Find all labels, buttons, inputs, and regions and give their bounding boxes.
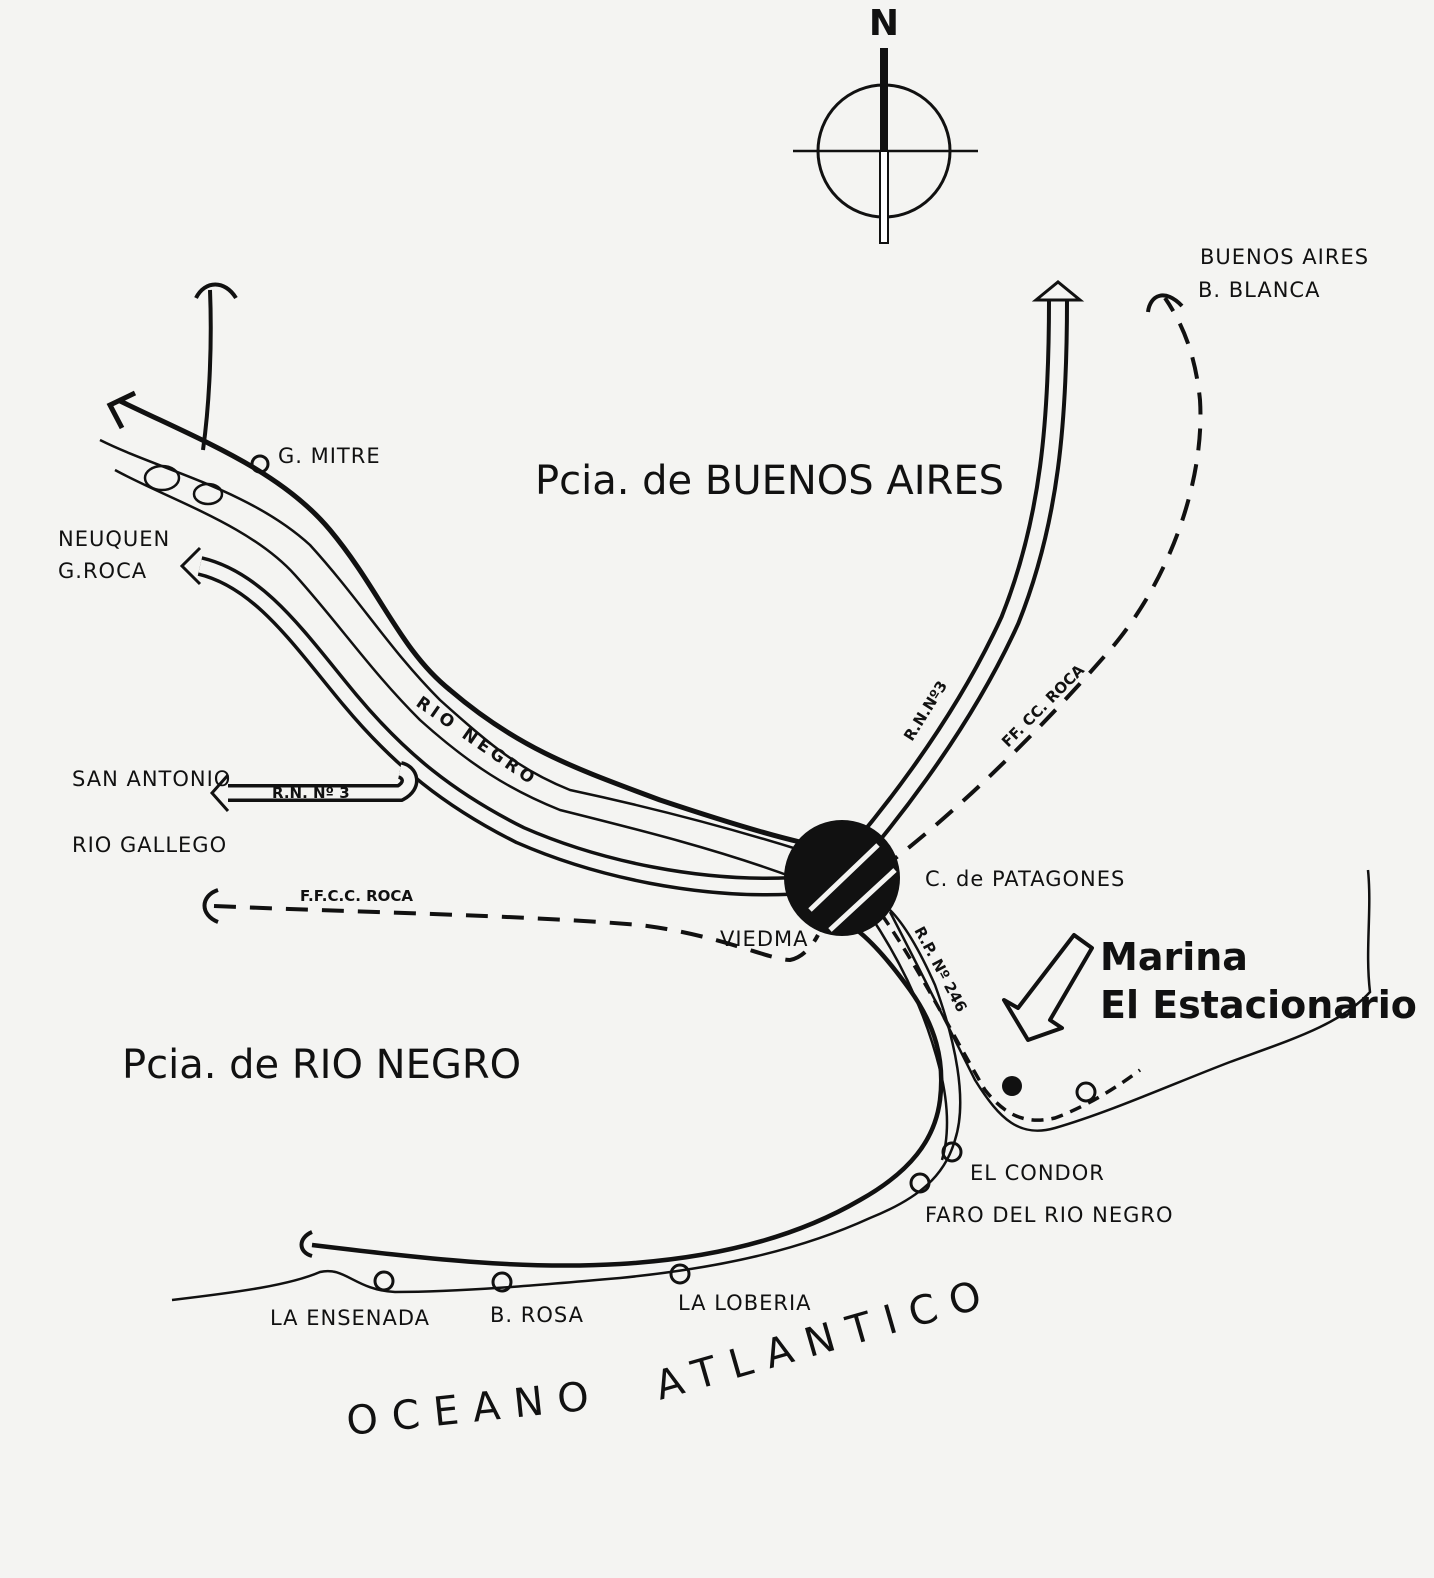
arrow-buenos-aires-road-icon bbox=[1031, 280, 1085, 302]
place-la-ensenada: LA ENSENADA bbox=[270, 1306, 430, 1330]
destination-san-antonio: SAN ANTONIO bbox=[72, 767, 231, 791]
arrow-railway-north-icon bbox=[1146, 293, 1184, 313]
place-viedma: VIEDMA bbox=[720, 927, 808, 951]
place-b-rosa: B. ROSA bbox=[490, 1303, 584, 1327]
arrow-railway-west-icon bbox=[202, 888, 219, 924]
arrow-northwest-icon bbox=[106, 390, 137, 430]
destination-neuquen: NEUQUEN bbox=[58, 527, 170, 551]
marina-subtitle: El Estacionario bbox=[1100, 983, 1417, 1027]
arrow-neuquen-icon bbox=[179, 546, 202, 586]
ocean-label-word2: ATLANTICO bbox=[650, 1269, 1000, 1410]
road-rp246 bbox=[880, 914, 1142, 1122]
road-to-neuquen-inner bbox=[198, 559, 791, 893]
railway-ffcc-roca bbox=[213, 904, 820, 963]
road-rn3-northwest bbox=[116, 397, 801, 845]
place-marker-icon bbox=[373, 1270, 395, 1292]
compass-north-label: N bbox=[869, 3, 899, 44]
place-la-loberia: LA LOBERIA bbox=[678, 1291, 812, 1315]
ocean-label-word1: OCEANO bbox=[344, 1372, 605, 1445]
railway-ffcc-roca-north bbox=[878, 296, 1203, 872]
marina-marker-icon bbox=[1002, 1076, 1022, 1096]
place-marker-icon bbox=[491, 1271, 513, 1293]
region-rio-negro: Pcia. de RIO NEGRO bbox=[122, 1042, 521, 1088]
road-branch-north bbox=[201, 289, 213, 451]
place-mitre: G. MITRE bbox=[278, 444, 381, 468]
river-bank-north bbox=[99, 438, 801, 852]
route-rn3-west: R.N. Nº 3 bbox=[272, 784, 350, 802]
road-coastal bbox=[311, 923, 944, 1268]
route-ffcc-north: FF. CC. ROCA bbox=[998, 661, 1088, 751]
place-faro: FARO DEL RIO NEGRO bbox=[925, 1203, 1174, 1227]
marina-title: Marina bbox=[1100, 935, 1248, 979]
place-patagones: C. de PATAGONES bbox=[925, 867, 1125, 891]
compass-icon bbox=[793, 48, 978, 244]
coastline bbox=[171, 909, 962, 1302]
place-marker-icon bbox=[1075, 1081, 1097, 1103]
place-el-condor: EL CONDOR bbox=[970, 1161, 1105, 1185]
marina-arrow-icon bbox=[1002, 933, 1094, 1042]
arrow-san-antonio-icon bbox=[209, 774, 230, 812]
region-buenos-aires: Pcia. de BUENOS AIRES bbox=[535, 458, 1004, 504]
river-bank-south bbox=[114, 468, 796, 880]
place-marker-icon bbox=[909, 1172, 931, 1194]
arrow-coastal-west-icon bbox=[299, 1230, 313, 1258]
island-icon bbox=[143, 464, 181, 492]
destination-roca: G.ROCA bbox=[58, 559, 147, 583]
place-marker-icon bbox=[669, 1263, 691, 1285]
hub-road-crossing bbox=[808, 843, 897, 932]
destination-buenos-aires: BUENOS AIRES bbox=[1200, 245, 1369, 269]
island-icon bbox=[192, 482, 224, 506]
route-ffcc-west: F.F.C.C. ROCA bbox=[300, 887, 413, 905]
road-rn3-north-inner bbox=[819, 299, 1065, 895]
place-marker-icon bbox=[941, 1141, 963, 1163]
arrow-north-icon bbox=[194, 282, 238, 300]
road-to-san-antonio-inner bbox=[228, 764, 415, 799]
river-bank-estuary bbox=[868, 914, 949, 1161]
destination-bahia-blanca: B. BLANCA bbox=[1198, 278, 1320, 302]
destination-rio-gallego: RIO GALLEGO bbox=[72, 833, 227, 857]
place-marker-icon bbox=[250, 454, 270, 474]
